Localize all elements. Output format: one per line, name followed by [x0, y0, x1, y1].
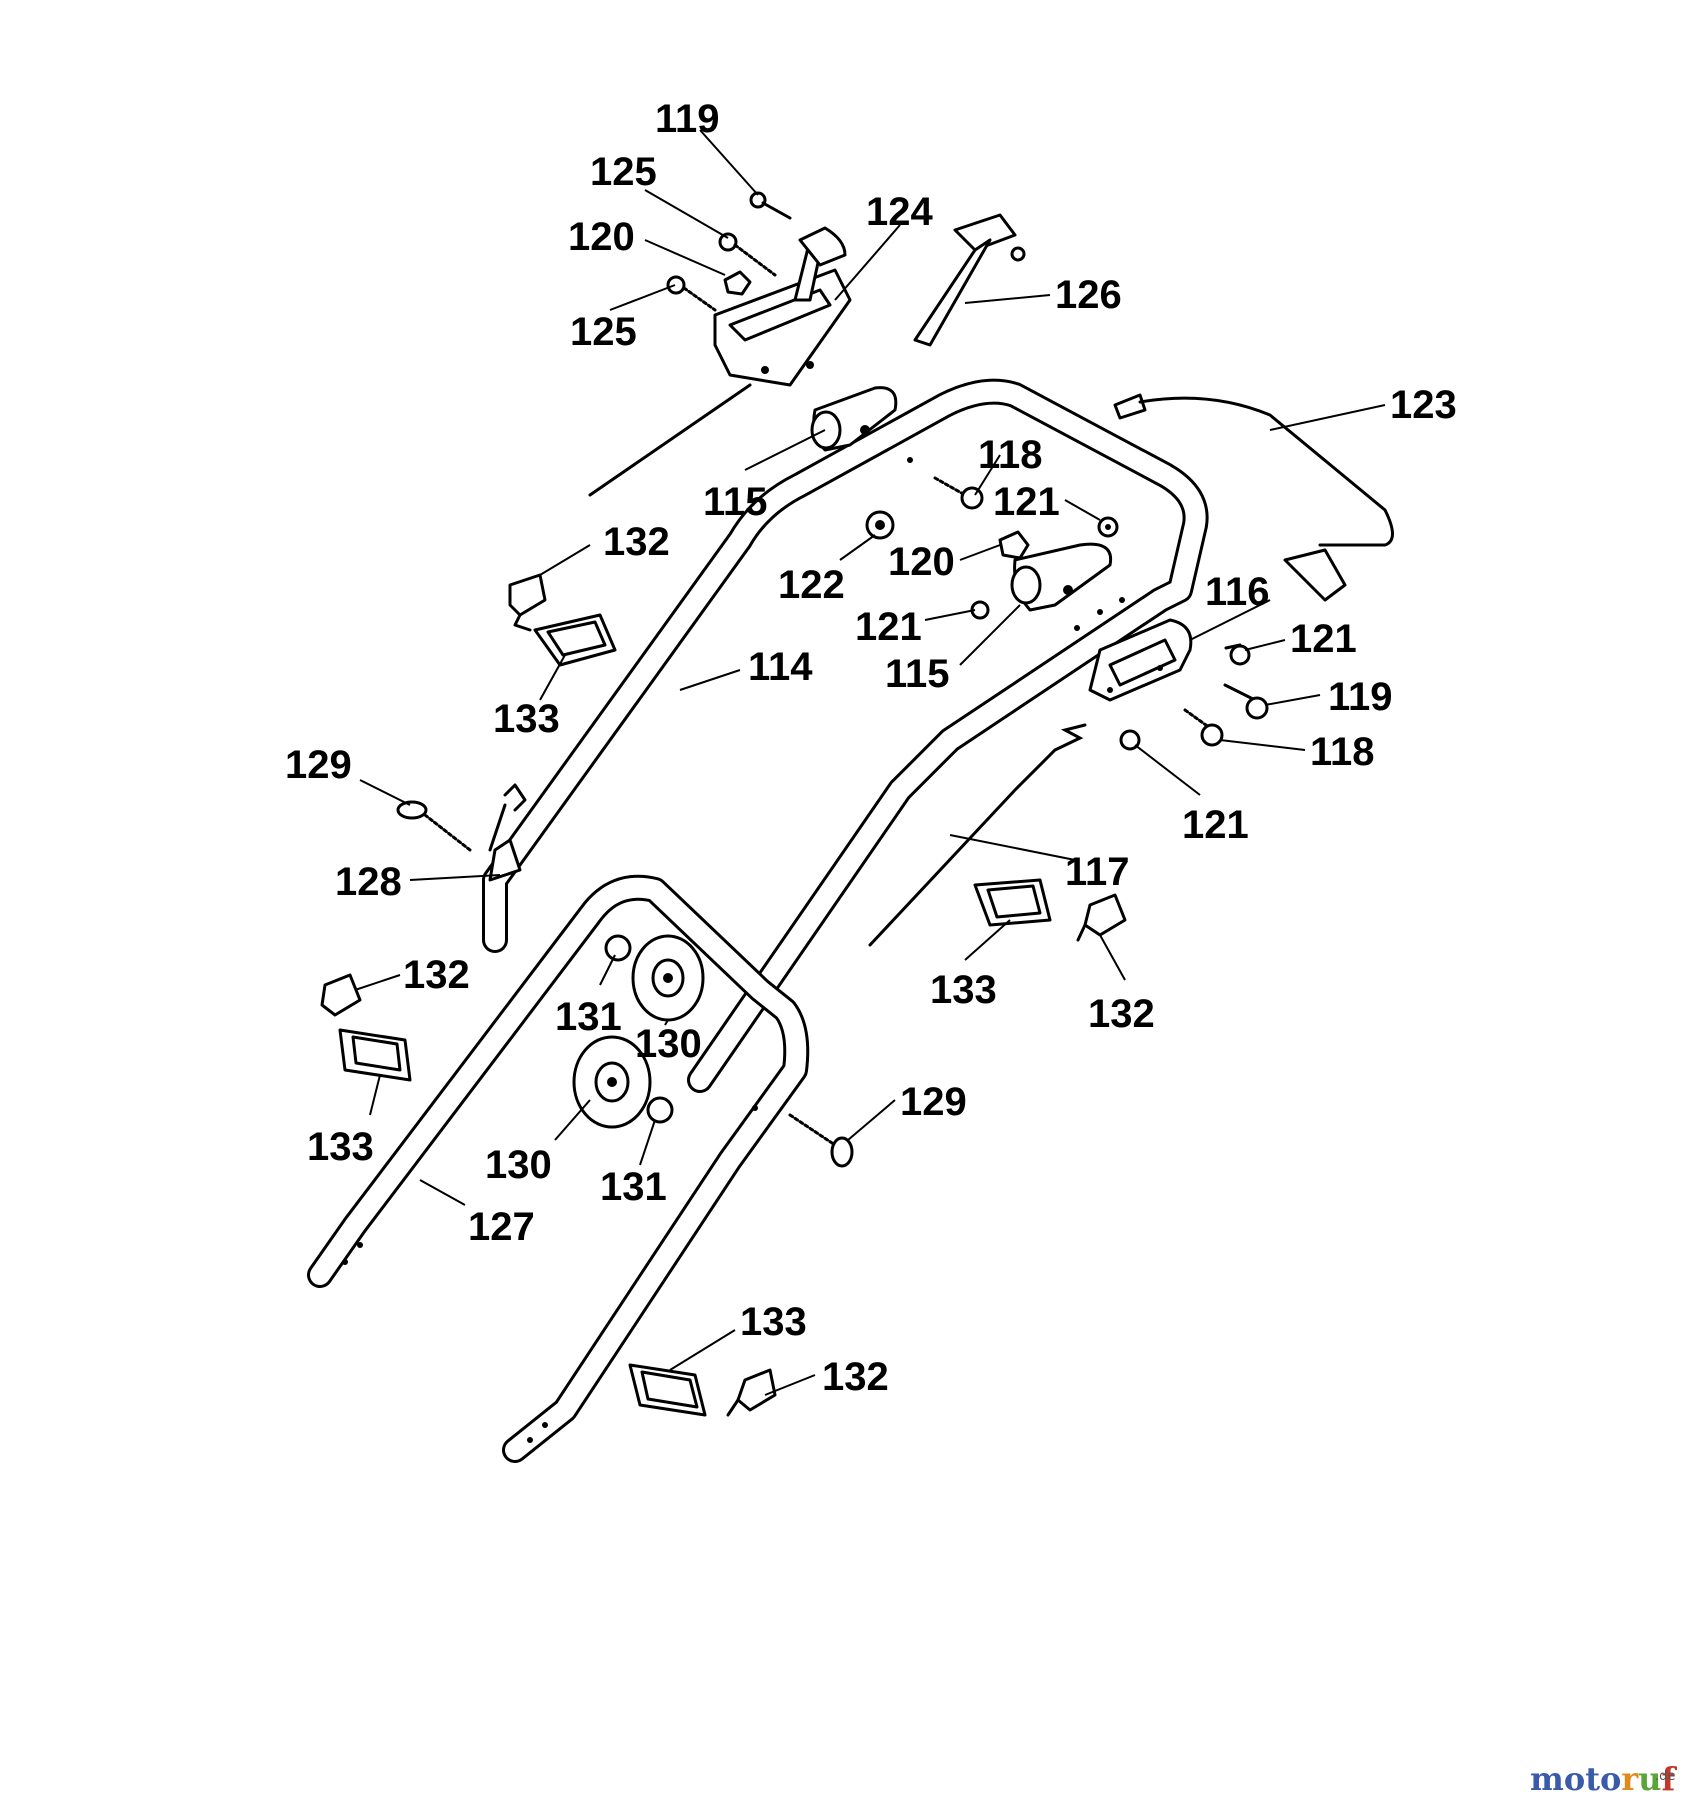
callout-131: 131: [555, 995, 622, 1039]
plate-133-d: [628, 1363, 707, 1417]
washer-131-b: [646, 1096, 674, 1124]
clip-132-b: [1076, 893, 1127, 942]
clip-132-a: [508, 573, 547, 632]
callout-132: 132: [822, 1355, 889, 1399]
clip-132-d: [726, 1368, 777, 1417]
callout-133: 133: [307, 1125, 374, 1169]
bracket-128: [488, 783, 527, 882]
callout-129: 129: [285, 743, 352, 787]
bushing-122: [865, 510, 895, 540]
nut-120-a: [723, 270, 752, 296]
watermark-suffix: .de: [1655, 1769, 1675, 1784]
clip-132-c: [320, 973, 362, 1017]
callout-120: 120: [888, 540, 955, 584]
screw-129-b: [788, 1113, 854, 1168]
callout-117: 117: [1065, 850, 1130, 894]
cable-117: [868, 723, 1087, 947]
screw-118-a: [933, 476, 984, 510]
callout-132: 132: [603, 520, 670, 564]
callout-133: 133: [493, 697, 560, 741]
screw-125-a: [718, 232, 777, 277]
callout-130: 130: [485, 1143, 552, 1187]
watermark-text: motoruf: [1530, 1760, 1677, 1798]
plate-133-b: [973, 878, 1052, 927]
callout-130: 130: [635, 1022, 702, 1066]
cable-clamp-115-b: [1010, 542, 1113, 612]
motoruf-watermark: motoruf .de: [1530, 1760, 1677, 1798]
leader-lines: [354, 129, 1386, 1396]
nut-121-b: [1224, 643, 1251, 666]
throttle-lever-124: [588, 226, 852, 497]
callout-121: 121: [1182, 803, 1249, 847]
callout-121: 121: [993, 480, 1060, 524]
callout-120: 120: [568, 215, 635, 259]
callout-labels: 119 125 120 125 124 126 123 118 121 115 …: [285, 97, 1457, 1399]
brake-cable-123: [1113, 393, 1394, 602]
nut-121-a: [1097, 516, 1119, 538]
plate-133-c: [338, 1028, 412, 1082]
callout-115: 115: [885, 652, 950, 696]
callout-128: 128: [335, 860, 402, 904]
callout-127: 127: [468, 1205, 535, 1249]
callout-121: 121: [1290, 617, 1357, 661]
wheel-130-a: [631, 934, 705, 1022]
callout-124: 124: [866, 190, 933, 234]
callout-119: 119: [1328, 675, 1393, 719]
callout-123: 123: [1390, 383, 1457, 427]
washer-131-a: [604, 934, 632, 962]
screw-125-b: [666, 275, 717, 312]
callout-122: 122: [778, 563, 845, 607]
callout-118: 118: [978, 433, 1043, 477]
pin-119-b: [1223, 683, 1269, 720]
screw-118-b: [1183, 708, 1224, 747]
bracket-116: [1088, 618, 1193, 702]
callout-115: 115: [703, 480, 768, 524]
callout-121: 121: [855, 605, 922, 649]
callout-132: 132: [1088, 992, 1155, 1036]
screw-119-a: [749, 191, 792, 220]
screw-129-a: [396, 800, 472, 852]
callout-119: 119: [655, 97, 720, 141]
callout-114: 114: [748, 645, 813, 689]
nut-120-b: [998, 530, 1030, 560]
upper-handle-114: [482, 378, 1209, 1093]
callout-125: 125: [590, 150, 657, 194]
callout-118: 118: [1310, 730, 1375, 774]
cable-clamp-115-a: [810, 386, 898, 452]
callout-131: 131: [600, 1165, 667, 1209]
callout-126: 126: [1055, 273, 1122, 317]
lower-handle-127: [307, 874, 810, 1463]
nut-121-d: [1119, 729, 1141, 751]
callout-129: 129: [900, 1080, 967, 1124]
callout-133: 133: [740, 1300, 807, 1344]
wheel-130-b: [572, 1035, 652, 1129]
lever-126: [913, 213, 1026, 347]
callout-125: 125: [570, 310, 637, 354]
callout-116: 116: [1205, 570, 1270, 614]
plate-133-a: [533, 613, 617, 667]
callout-132: 132: [403, 953, 470, 997]
callout-133: 133: [930, 968, 997, 1012]
